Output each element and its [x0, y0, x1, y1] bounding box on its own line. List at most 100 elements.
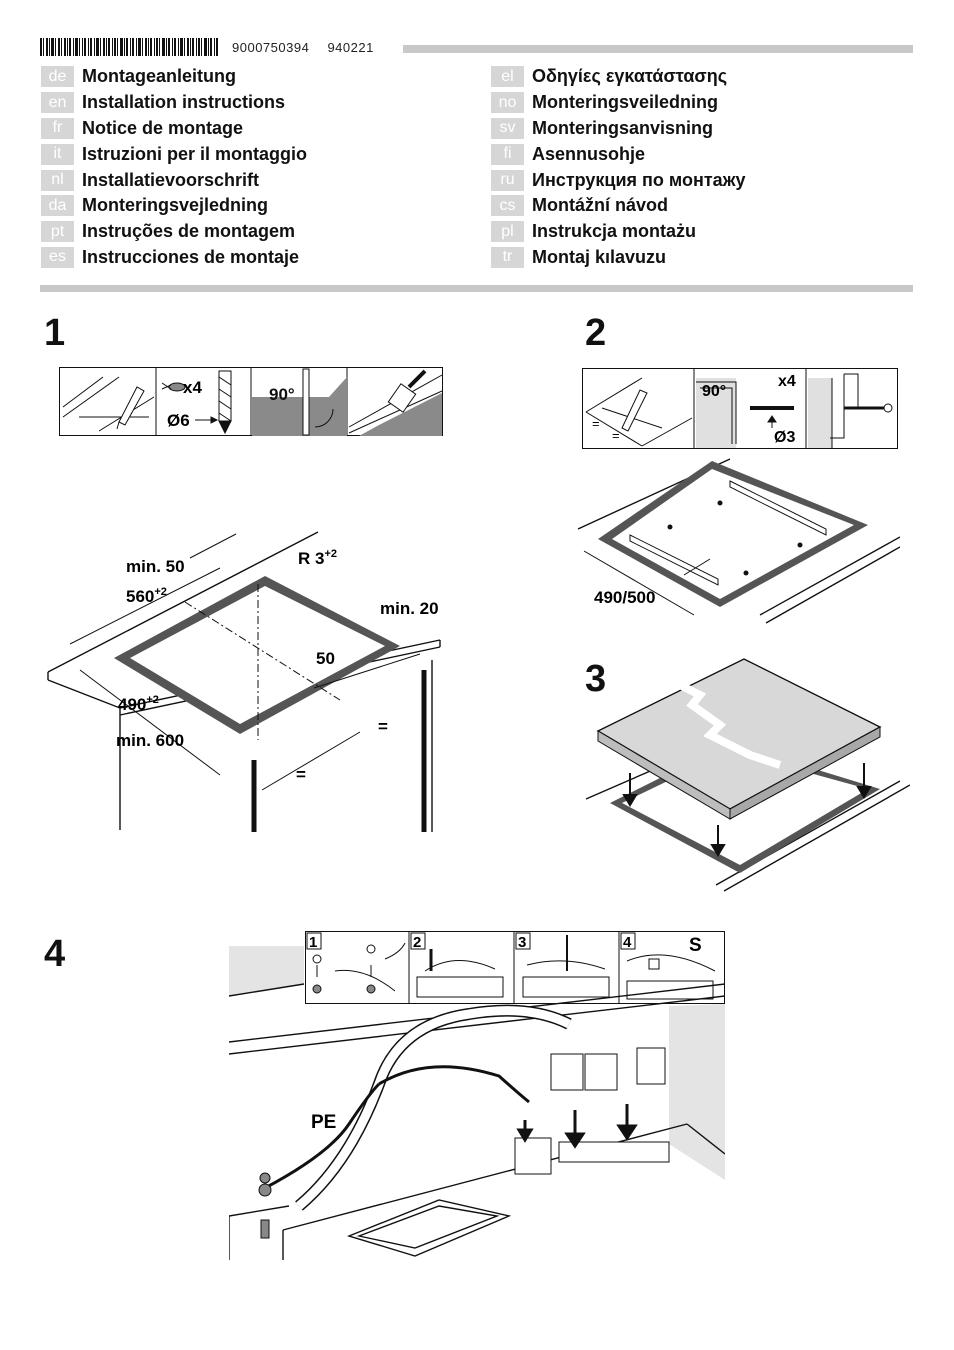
- language-title: Montageanleitung: [82, 66, 236, 87]
- language-code: es: [41, 246, 74, 268]
- substep-label-2: 2: [413, 934, 421, 951]
- language-code: en: [41, 92, 74, 114]
- language-row-da: da Monteringsvejledning: [41, 193, 307, 219]
- language-title: Monteringsanvisning: [532, 117, 714, 138]
- dim-490-500: 490/500: [594, 588, 655, 607]
- down-arrow-icons: [516, 1104, 638, 1149]
- language-row-tr: tr Montaj kılavuzu: [491, 245, 745, 271]
- dim-560-tolerance: +2: [154, 586, 167, 598]
- language-title: Instrukcja montażu: [532, 221, 697, 242]
- step2-bracket-drawing: 490/500: [577, 458, 900, 624]
- language-list-right: el Οδηγίες εγκατάστασης no Monteringsveile…: [491, 64, 745, 270]
- angle-90-icon: [252, 368, 347, 436]
- language-code: tr: [491, 246, 524, 268]
- language-title: Instrucciones de montaje: [82, 246, 300, 267]
- language-title: Monteringsvejledning: [82, 195, 269, 216]
- step4-substep-strip: 1 2 3 4 S: [305, 931, 725, 1004]
- language-title: Инструкция по монтажу: [532, 169, 746, 190]
- dim-490-tolerance: +2: [146, 694, 159, 706]
- language-title: Οδηγίες εγκατάστασης: [532, 66, 728, 87]
- drill-screw-icon: [696, 378, 794, 448]
- language-row-ru: ru Инструкция по монтажу: [491, 167, 745, 193]
- language-code: no: [491, 92, 524, 114]
- substep-label-1: 1: [309, 934, 317, 951]
- wall-background: [229, 946, 725, 1180]
- section-rule: [40, 285, 913, 292]
- pencil-marking-icon: [62, 376, 155, 432]
- document-number: 9000750394: [232, 40, 310, 55]
- language-row-es: es Instrucciones de montaje: [41, 245, 307, 271]
- dim-560: 560+2: [126, 586, 167, 606]
- language-code: de: [41, 66, 74, 88]
- step-number-4: 4: [44, 933, 66, 975]
- dim-490-value: 490: [118, 695, 146, 714]
- equal-mark: =: [592, 416, 600, 431]
- language-title: Montaj kılavuzu: [532, 246, 667, 267]
- drill-diameter: Ø6: [167, 411, 190, 430]
- angle-label: 90°: [702, 383, 726, 400]
- dim-radius-value: R 3: [298, 549, 324, 568]
- cable-bundle: [264, 1004, 572, 1211]
- language-code: fi: [491, 143, 524, 165]
- brush-icon: [348, 369, 443, 436]
- step4-connection-drawing: PE: [229, 946, 725, 1260]
- pencil-marking-icon: [585, 377, 693, 447]
- language-title: Asennusohje: [532, 143, 646, 164]
- drill-count: x4: [183, 378, 202, 397]
- language-row-fi: fi Asennusohje: [491, 141, 745, 167]
- angle-label: 90°: [269, 385, 295, 404]
- barcode: [40, 38, 218, 56]
- step-number-2: 2: [585, 312, 607, 354]
- language-title: Montážní návod: [532, 195, 668, 216]
- language-row-it: it Istruzioni per il montaggio: [41, 141, 307, 167]
- document-numbers: 9000750394 940221: [232, 40, 388, 55]
- language-row-fr: fr Notice de montage: [41, 116, 307, 142]
- language-code: pl: [491, 221, 524, 243]
- pe-label: PE: [311, 1112, 336, 1133]
- language-title: Monteringsveiledning: [532, 92, 719, 113]
- dim-min-600: min. 600: [116, 731, 184, 750]
- dim-490: 490+2: [118, 694, 159, 714]
- language-code: ru: [491, 169, 524, 191]
- language-title: Istruzioni per il montaggio: [82, 143, 307, 164]
- step3-insert-drawing: [585, 658, 910, 892]
- language-row-pl: pl Instrukcja montażu: [491, 219, 745, 245]
- language-code: da: [41, 195, 74, 217]
- language-list-left: de Montageanleitung en Installation instru…: [41, 64, 307, 270]
- language-code: fr: [41, 117, 74, 139]
- language-row-no: no Monteringsveiledning: [491, 90, 745, 116]
- language-title: Instruções de montagem: [82, 221, 296, 242]
- down-arrow-icons: [622, 763, 872, 857]
- language-title: Installatievoorschrift: [82, 169, 260, 190]
- dim-equal-right: =: [378, 717, 388, 736]
- language-code: it: [41, 143, 74, 165]
- language-title: Notice de montage: [82, 117, 244, 138]
- language-code: pt: [41, 221, 74, 243]
- language-row-el: el Οδηγίες εγκατάστασης: [491, 64, 745, 90]
- language-row-en: en Installation instructions: [41, 90, 307, 116]
- dim-equal-left: =: [296, 765, 306, 784]
- bracket-screw-icon: [808, 373, 893, 448]
- screw-count: x4: [778, 373, 796, 390]
- language-code: el: [491, 66, 524, 88]
- language-row-pt: pt Instruções de montagem: [41, 219, 307, 245]
- step2-tool-strip: = = 90° x4 Ø3: [582, 368, 898, 449]
- step1-cutout-drawing: min. 50 560+2 R 3+2 min. 20 50 490+2 min…: [47, 531, 441, 832]
- step-number-1: 1: [44, 312, 66, 354]
- wiring-substep-icons: [312, 935, 716, 1000]
- screw-diameter: Ø3: [774, 429, 795, 446]
- dim-min-20: min. 20: [380, 599, 439, 618]
- step1-tool-strip: x4 Ø6 90°: [59, 367, 443, 436]
- equal-mark: =: [612, 428, 620, 443]
- earth-screw-icon: [258, 1172, 272, 1239]
- dim-radius-tolerance: +2: [324, 548, 337, 560]
- dim-560-value: 560: [126, 587, 154, 606]
- language-title: Installation instructions: [82, 92, 286, 113]
- dim-50: 50: [316, 649, 335, 668]
- step-number-3: 3: [585, 658, 607, 700]
- s-label: S: [689, 935, 702, 956]
- cooktop-glass: [596, 658, 882, 820]
